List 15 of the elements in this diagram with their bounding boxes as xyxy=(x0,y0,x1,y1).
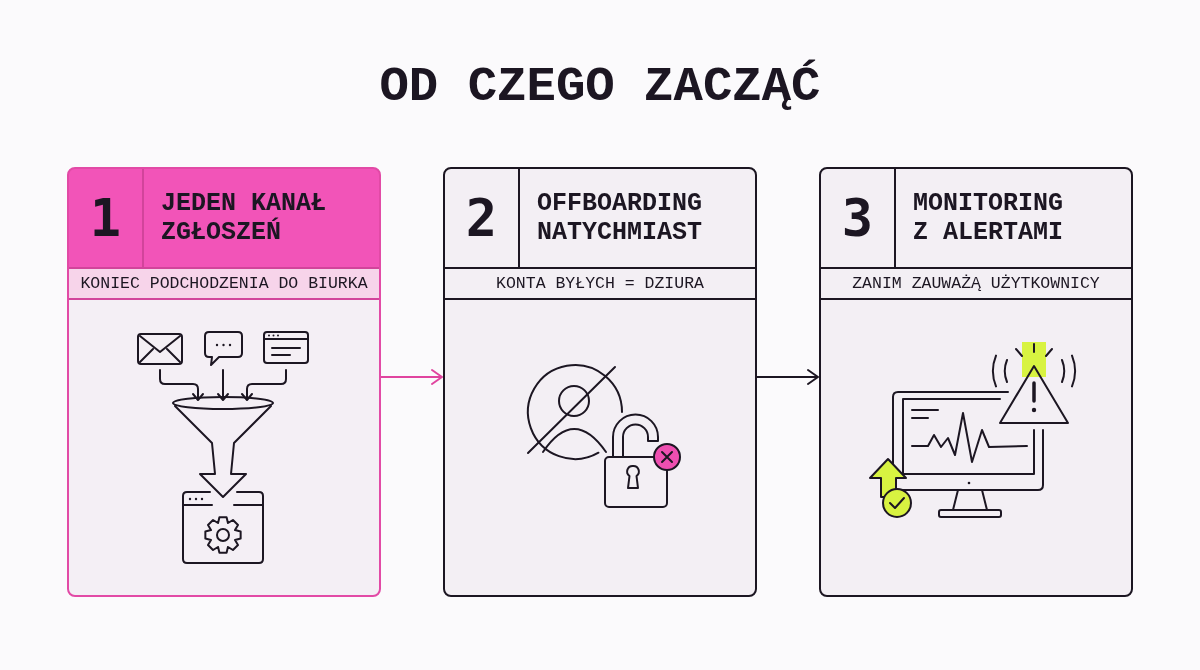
step-title: OFFBOARDING NATYCHMIAST xyxy=(537,189,704,247)
step-subtitle: KONTA BYŁYCH = DZIURA xyxy=(496,273,704,294)
step-card xyxy=(443,167,757,597)
arrow xyxy=(756,369,819,385)
diagram-title: OD CZEGO ZACZĄĆ xyxy=(379,58,821,117)
step-card xyxy=(67,167,381,597)
step-number: 1 xyxy=(89,190,122,246)
step-subtitle: KONIEC PODCHODZENIA DO BIURKA xyxy=(80,273,368,294)
step-card xyxy=(819,167,1133,597)
arrow xyxy=(380,369,443,385)
step-number: 2 xyxy=(465,190,498,246)
step-title: JEDEN KANAŁ ZGŁOSZEŃ xyxy=(161,189,328,247)
step-number: 3 xyxy=(841,190,874,246)
step-subtitle: ZANIM ZAUWAŻĄ UŻYTKOWNICY xyxy=(852,273,1100,294)
step-title: MONITORING Z ALERTAMI xyxy=(913,189,1065,247)
